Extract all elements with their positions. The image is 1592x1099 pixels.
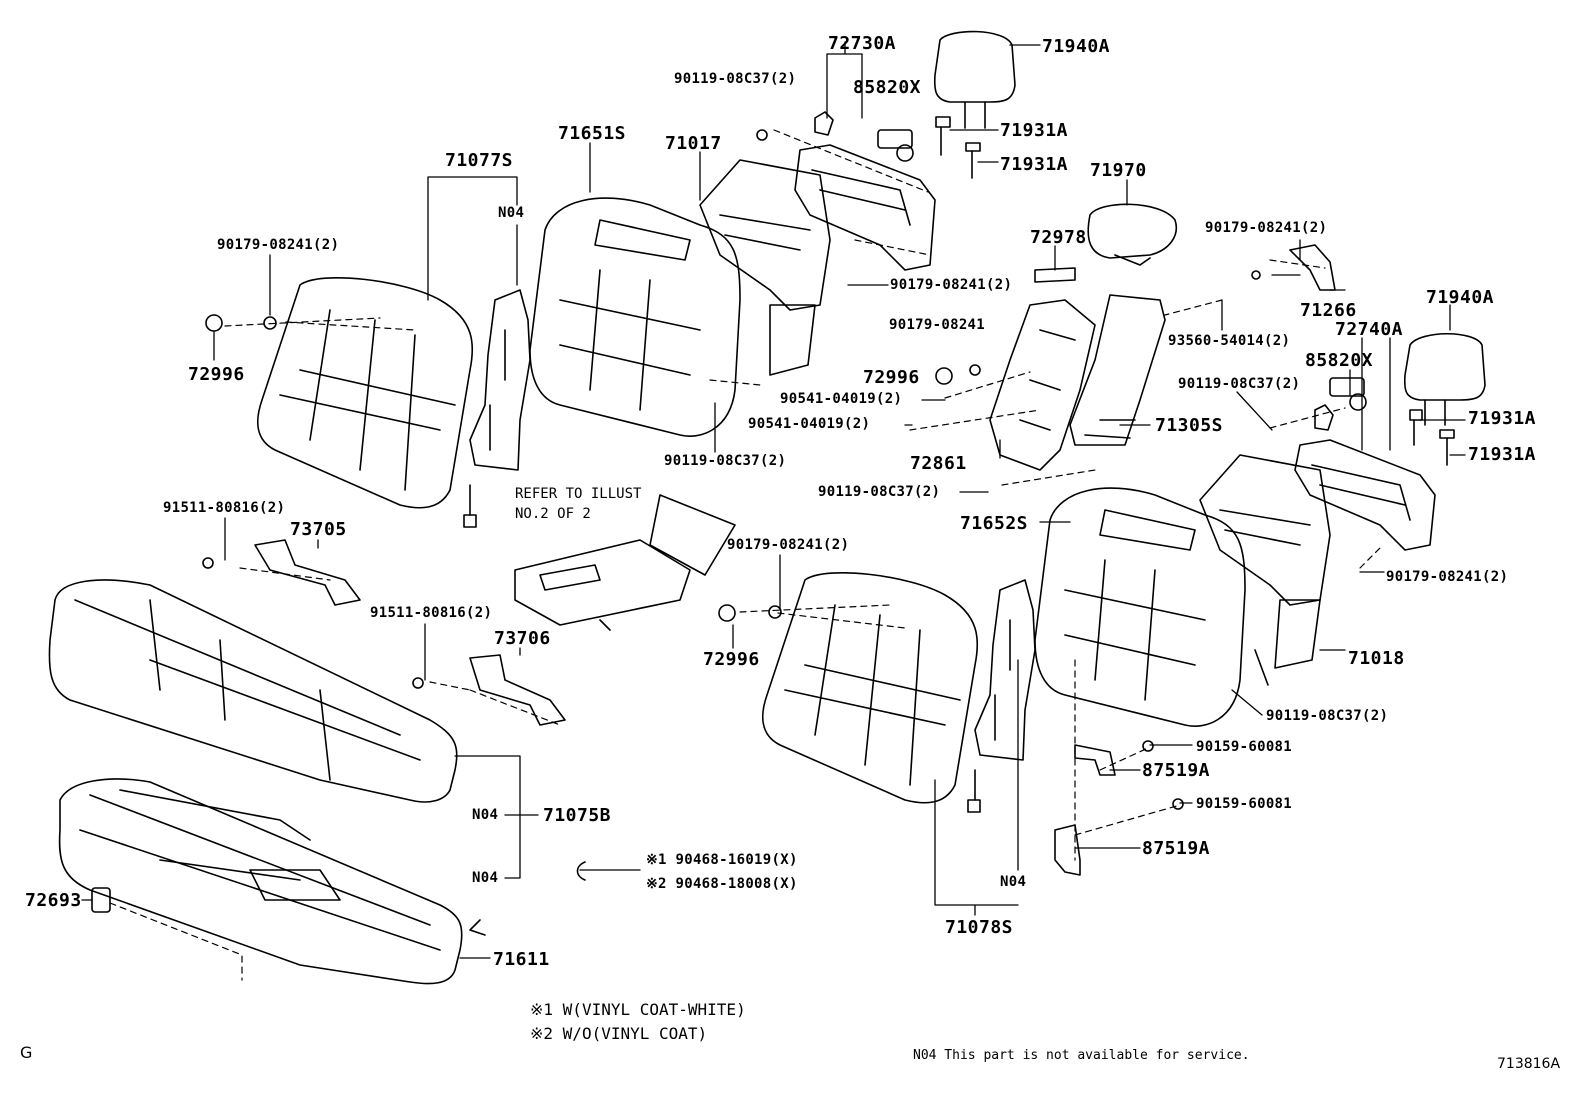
- footnote-2: ※2 W/O(VINYL COAT): [530, 1024, 708, 1043]
- pad-right: [967, 579, 1036, 813]
- refer-note-line2: NO.2 OF 2: [515, 506, 591, 522]
- label-90179-08241-left: 90179-08241(2): [217, 237, 340, 253]
- label-71075B: 71075B: [543, 805, 612, 826]
- label-N04-left-back: N04: [498, 205, 525, 221]
- label-91511-80816-b: 91511-80816(2): [370, 605, 493, 621]
- seat-frame-71611: [58, 778, 486, 985]
- label-90119-08C37-center: 90119-08C37(2): [664, 453, 787, 469]
- label-90179-08241-center-low: 90179-08241(2): [727, 537, 850, 553]
- dashed-guides: [109, 129, 1381, 981]
- label-71931A-right-2: 71931A: [1468, 444, 1537, 465]
- label-85820X-right: 85820X: [1305, 350, 1374, 371]
- headrest-guides-top: [935, 116, 981, 179]
- label-72693: 72693: [25, 890, 82, 911]
- label-90179-08241-armrest: 90179-08241: [889, 317, 986, 333]
- label-87519A-2: 87519A: [1142, 838, 1211, 859]
- label-90159-60081-a: 90159-60081: [1196, 739, 1293, 755]
- seatback-cover-71651S: [529, 197, 741, 437]
- label-90119-08C37-top: 90119-08C37(2): [674, 71, 797, 87]
- hook-73705: [202, 539, 361, 606]
- leader-lines: [81, 41, 1466, 959]
- label-71266: 71266: [1300, 300, 1357, 321]
- label-91511-80816-a: 91511-80816(2): [163, 500, 286, 516]
- label-72996-left: 72996: [188, 364, 245, 385]
- label-93560-54014: 93560-54014(2): [1168, 333, 1291, 349]
- headrest-71940A-top: [933, 30, 1016, 129]
- label-71652S: 71652S: [960, 513, 1029, 534]
- label-90179-08241-right-top: 90179-08241(2): [1205, 220, 1328, 236]
- label-71077S: 71077S: [445, 150, 514, 171]
- label-72730A: 72730A: [828, 33, 897, 54]
- clip-72693: [91, 887, 111, 913]
- lock-85820X-top: [877, 129, 914, 162]
- label-71931A-top-2: 71931A: [1000, 154, 1069, 175]
- label-71651S: 71651S: [558, 123, 627, 144]
- frame-71018: [1199, 454, 1331, 686]
- diagram-id: 713816A: [1497, 1056, 1561, 1072]
- label-73705: 73705: [290, 519, 347, 540]
- label-72978: 72978: [1030, 227, 1087, 248]
- armrest-pad-71970: [1087, 203, 1177, 266]
- lock-85820X-right: [1329, 377, 1367, 411]
- label-71017: 71017: [665, 133, 722, 154]
- label-71931A-top-1: 71931A: [1000, 120, 1069, 141]
- label-73706: 73706: [494, 628, 551, 649]
- corner-letter: G: [20, 1043, 33, 1062]
- label-90119-08C37-lower: 90119-08C37(2): [818, 484, 941, 500]
- seatback-71078S-right: [718, 572, 979, 804]
- refer-cushion: [514, 494, 736, 631]
- frame-71017: [699, 159, 831, 376]
- label-71931A-right-1: 71931A: [1468, 408, 1537, 429]
- label-71940A-right: 71940A: [1426, 287, 1495, 308]
- bracket-72740A: [1294, 404, 1436, 551]
- label-71940A-top: 71940A: [1042, 36, 1111, 57]
- wire-note-2: ※2 90468-18008(X): [646, 876, 798, 892]
- label-71018: 71018: [1348, 648, 1405, 669]
- hook-73706: [412, 654, 566, 726]
- label-90119-08C37-right-low: 90119-08C37(2): [1266, 708, 1389, 724]
- label-71305S: 71305S: [1155, 415, 1224, 436]
- label-71970: 71970: [1090, 160, 1147, 181]
- refer-note-line1: REFER TO ILLUST: [515, 486, 642, 502]
- label-85820X-top: 85820X: [853, 77, 922, 98]
- footnote-1: ※1 W(VINYL COAT-WHITE): [530, 1000, 746, 1019]
- seatback-cover-71652S: [1034, 487, 1246, 727]
- pad-left: [463, 289, 531, 528]
- label-N04-cushion-1: N04: [472, 807, 499, 823]
- label-90179-08241-center: 90179-08241(2): [890, 277, 1013, 293]
- hook-71266: [1251, 244, 1336, 291]
- label-72861: 72861: [910, 453, 967, 474]
- label-72996-center: 72996: [863, 367, 920, 388]
- brackets-87519A: [1054, 740, 1184, 876]
- panel-71305S: [1069, 294, 1166, 446]
- clip-72978: [1034, 267, 1076, 283]
- label-90179-08241-right-low: 90179-08241(2): [1386, 569, 1509, 585]
- bracket-72730A: [756, 111, 936, 271]
- label-71078S: 71078S: [945, 917, 1014, 938]
- label-71611: 71611: [493, 949, 550, 970]
- frame-72861: [989, 299, 1096, 471]
- not-available-note: N04 This part is not available for servi…: [913, 1048, 1250, 1063]
- cap-72996-center: [935, 367, 953, 385]
- seatback-71077S-left: [205, 277, 474, 509]
- label-87519A-1: 87519A: [1142, 760, 1211, 781]
- label-90541-04019-a: 90541-04019(2): [780, 391, 903, 407]
- seat-cushion-71075B: [48, 579, 458, 803]
- wire-note-1: ※1 90468-16019(X): [646, 852, 798, 868]
- label-72996-lower: 72996: [703, 649, 760, 670]
- label-N04-cushion-2: N04: [472, 870, 499, 886]
- wire-clip: [576, 861, 586, 881]
- label-90159-60081-b: 90159-60081: [1196, 796, 1293, 812]
- label-90541-04019-b: 90541-04019(2): [748, 416, 871, 432]
- headrest-71940A-right: [1403, 332, 1486, 466]
- label-N04-right-back: N04: [1000, 874, 1027, 890]
- label-72740A: 72740A: [1335, 319, 1404, 340]
- label-90119-08C37-right: 90119-08C37(2): [1178, 376, 1301, 392]
